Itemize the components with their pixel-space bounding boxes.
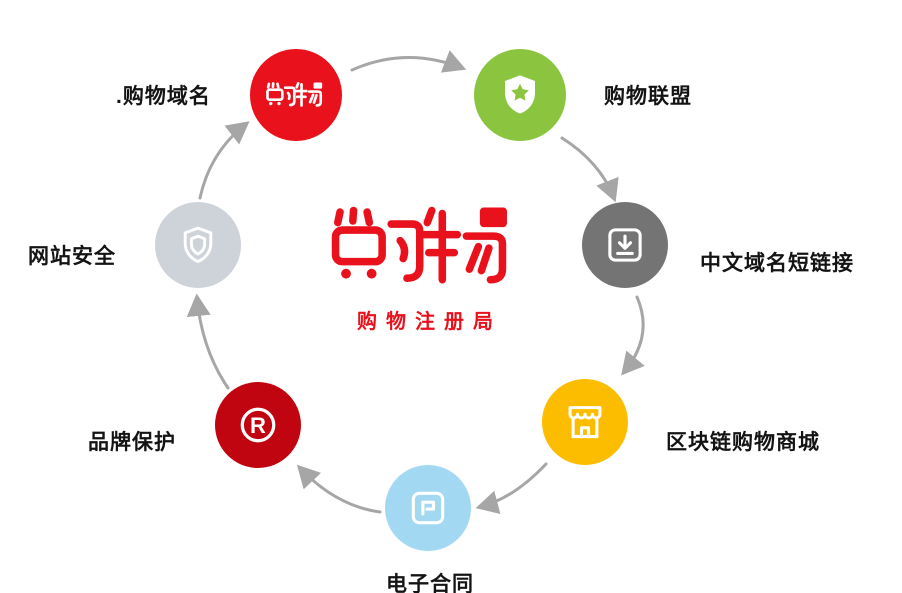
arrow-brand-to-security	[186, 293, 230, 390]
gouwu-brand-logo-icon	[331, 206, 507, 284]
storefront-icon	[568, 406, 602, 439]
download-icon	[608, 228, 642, 262]
node-label-mall: 区块链购物商城	[666, 431, 820, 454]
node-label-alliance: 购物联盟	[604, 85, 692, 108]
shield-icon	[183, 226, 213, 263]
node-circle-alliance	[474, 49, 566, 141]
node-circle-security	[155, 202, 241, 288]
arrow-security-to-domain	[198, 121, 250, 200]
node-label-shortlink: 中文域名短链接	[700, 252, 854, 275]
node-label-gouwu-domain: .购物域名	[116, 85, 211, 108]
brand-name: 购物	[425, 293, 426, 294]
contract-seal-icon	[411, 491, 445, 525]
node-circle-brand: R	[215, 382, 301, 468]
registered-trademark-icon: R	[240, 407, 276, 443]
registered-letter: R	[250, 413, 266, 438]
node-label-brand: 品牌保护	[88, 431, 176, 454]
arrow-alliance-to-shortlink	[560, 136, 619, 203]
node-circle-contract	[385, 465, 471, 551]
node-circle-gouwu-domain	[250, 49, 342, 141]
node-circle-shortlink	[582, 202, 668, 288]
brand-subtitle: 购物注册局	[357, 311, 502, 334]
arrow-shortlink-to-mall	[621, 295, 645, 376]
star-icon	[511, 83, 529, 101]
arrow-mall-to-contract	[475, 462, 548, 514]
gouwu-logo-icon	[266, 81, 323, 107]
brand-center: 购物 购物注册局	[328, 203, 522, 334]
node-label-contract: 电子合同	[386, 573, 474, 593]
shield-star-icon	[505, 75, 535, 114]
node-label-security: 网站安全	[28, 245, 116, 268]
arrow-domain-to-alliance	[350, 50, 467, 73]
arrow-contract-to-brand	[296, 464, 382, 514]
arrow-paths	[186, 50, 645, 514]
node-circle-mall	[542, 379, 628, 465]
